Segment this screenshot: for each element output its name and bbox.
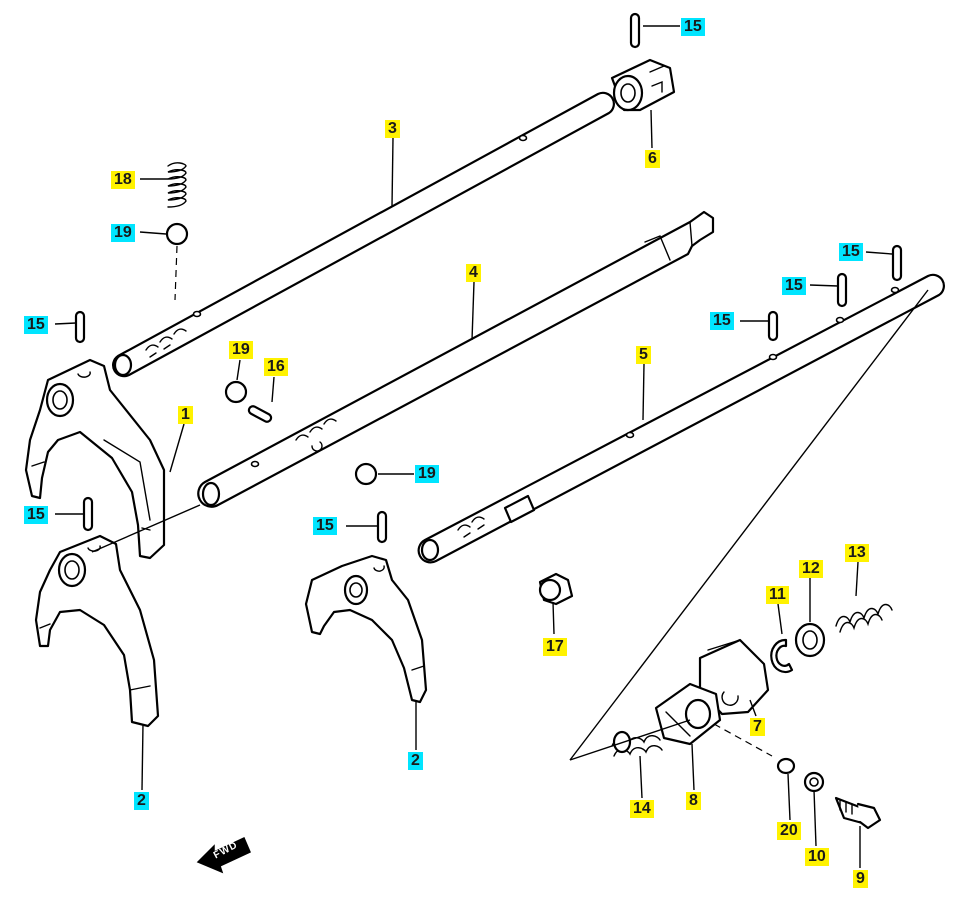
bolt-9 <box>834 796 882 830</box>
callout-15-right-low: 15 <box>710 312 734 330</box>
callout-1: 1 <box>178 406 193 424</box>
callout-9: 9 <box>853 870 868 888</box>
callout-19-middle: 19 <box>229 341 253 359</box>
shift-fork-1 <box>24 358 166 560</box>
callout-2-left: 2 <box>134 792 149 810</box>
callout-12: 12 <box>799 560 823 578</box>
shift-fork-2b <box>304 554 428 704</box>
washer-12 <box>794 622 826 658</box>
circlip-11 <box>770 638 794 674</box>
callout-15-right-mid: 15 <box>782 277 806 295</box>
callout-19-upper: 19 <box>111 224 135 242</box>
callout-15-left-low: 15 <box>24 506 48 524</box>
callout-17: 17 <box>543 638 567 656</box>
steel-ball-19b <box>224 380 248 404</box>
steel-ball-19a <box>165 222 189 246</box>
shift-shaft-4 <box>197 210 715 508</box>
callout-10: 10 <box>805 848 829 866</box>
callout-13: 13 <box>845 544 869 562</box>
callout-20: 20 <box>777 822 801 840</box>
pins <box>74 12 903 544</box>
callout-4: 4 <box>466 264 481 282</box>
shift-fork-2a <box>34 534 160 728</box>
callout-5: 5 <box>636 346 651 364</box>
shaft-coupler-6 <box>610 58 676 112</box>
washer-10 <box>803 771 825 793</box>
forward-direction-arrow-icon <box>196 836 251 874</box>
callout-3: 3 <box>385 120 400 138</box>
callout-6: 6 <box>645 150 660 168</box>
spring-18 <box>167 162 187 208</box>
steel-ball-19c <box>354 462 378 486</box>
callout-14: 14 <box>630 800 654 818</box>
stopper-body-8 <box>654 682 722 746</box>
leader-lines <box>54 25 893 868</box>
spring-14 <box>611 730 663 757</box>
callout-15-center: 15 <box>313 517 337 535</box>
callout-11: 11 <box>766 586 789 604</box>
callout-15-top: 15 <box>681 18 705 36</box>
washer-20 <box>776 757 796 775</box>
callout-8: 8 <box>686 792 701 810</box>
shift-shaft-5 <box>417 273 945 564</box>
plug-17 <box>538 572 574 606</box>
shift-shaft-3 <box>112 91 615 378</box>
callout-15-right-top: 15 <box>839 243 863 261</box>
callout-19-lower: 19 <box>415 465 439 483</box>
spring-13 <box>835 603 893 633</box>
callout-7: 7 <box>750 718 765 736</box>
callout-2-center: 2 <box>408 752 423 770</box>
callout-18: 18 <box>111 171 135 189</box>
callout-16: 16 <box>264 358 288 376</box>
callout-15-left: 15 <box>24 316 48 334</box>
